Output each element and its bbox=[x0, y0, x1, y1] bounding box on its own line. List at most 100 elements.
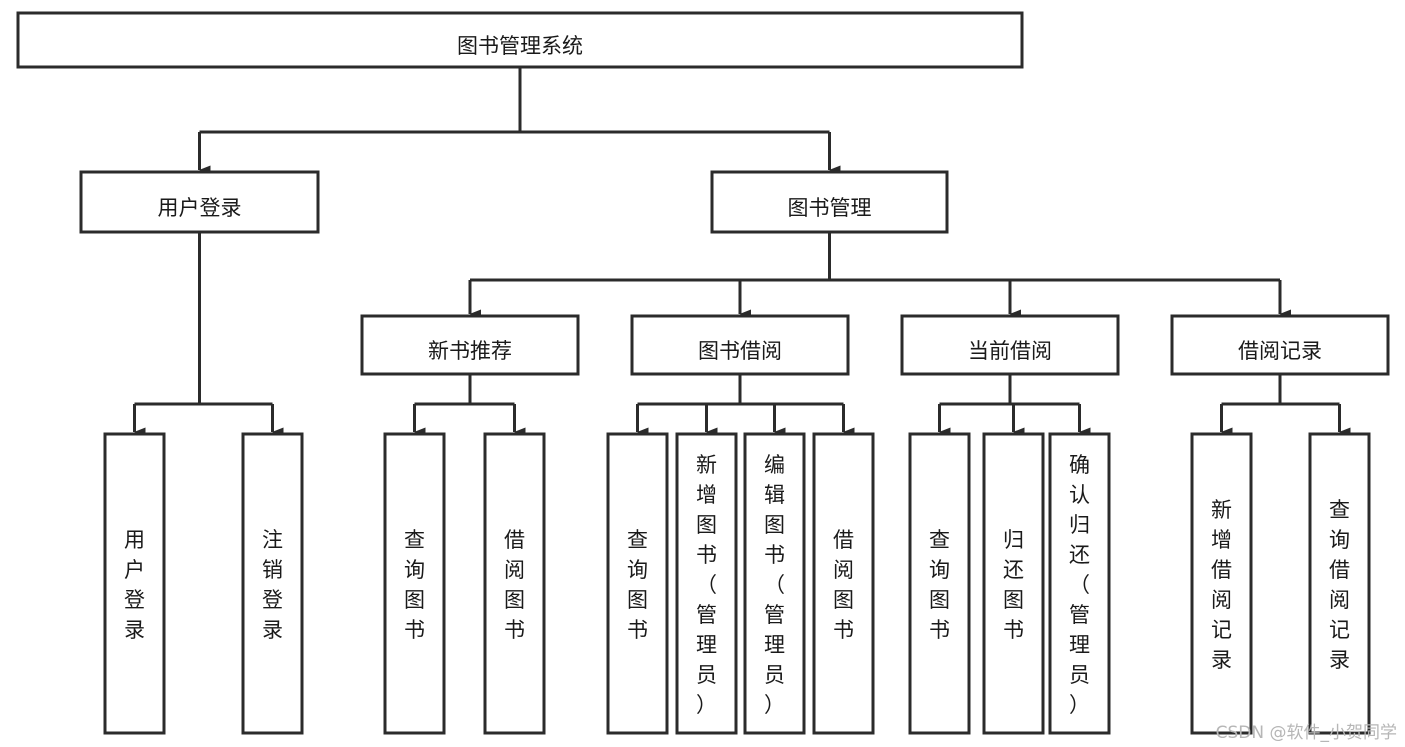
node-current-borrow-rect[interactable] bbox=[900, 314, 1120, 376]
leaf-leaf-borrow-book-1-label-char: 阅 bbox=[504, 558, 525, 582]
leaf-leaf-add-record-label-char: 增 bbox=[1211, 528, 1232, 552]
leaf-leaf-query-record-label-char: 录 bbox=[1329, 648, 1350, 672]
leaf-leaf-query-book-3-rect[interactable] bbox=[908, 432, 971, 735]
node-book-manage-label: 图书管理 bbox=[788, 196, 872, 220]
leaf-leaf-query-record-label-char: 阅 bbox=[1329, 588, 1350, 612]
node-borrow-record-label: 借阅记录 bbox=[1238, 339, 1322, 363]
leaf-leaf-confirm-return-label-char: 确 bbox=[1069, 453, 1090, 477]
leaf-leaf-add-book-label-char: ） bbox=[696, 693, 717, 717]
leaf-leaf-user-logout-rect[interactable] bbox=[241, 432, 304, 735]
leaf-leaf-borrow-book-2-label-char: 借 bbox=[833, 528, 854, 552]
node-current-borrow-label: 当前借阅 bbox=[968, 339, 1052, 363]
leaf-leaf-query-record-label-char: 记 bbox=[1329, 618, 1350, 642]
leaf-leaf-user-logout-label-char: 注 bbox=[262, 528, 283, 552]
leaf-leaf-return-book-label-char: 图 bbox=[1003, 588, 1024, 612]
node-new-book-recommend-label: 新书推荐 bbox=[428, 339, 512, 363]
leaf-leaf-add-book-rect[interactable] bbox=[675, 432, 738, 735]
leaf-leaf-edit-book-label-char: 书 bbox=[764, 543, 785, 567]
leaf-leaf-confirm-return-label-char: 认 bbox=[1069, 483, 1090, 507]
leaf-leaf-query-book-3-label-char: 图 bbox=[929, 588, 950, 612]
node-borrow-record-rect[interactable] bbox=[1170, 314, 1390, 376]
leaf-leaf-query-book-1-label-char: 查 bbox=[404, 528, 425, 552]
leaf-leaf-add-record-rect[interactable] bbox=[1190, 432, 1253, 735]
leaf-leaf-edit-book-label-char: 编 bbox=[764, 453, 785, 477]
leaf-leaf-add-record-label-char: 借 bbox=[1211, 558, 1232, 582]
node-user-login-rect[interactable] bbox=[79, 170, 320, 234]
leaf-leaf-return-book-label-char: 还 bbox=[1003, 558, 1024, 582]
node-book-borrow[interactable]: 图书借阅 bbox=[630, 314, 850, 376]
leaf-leaf-return-book-label-char: 归 bbox=[1003, 528, 1024, 552]
node-new-book-recommend-rect[interactable] bbox=[360, 314, 580, 376]
leaf-leaf-add-book-label-char: 增 bbox=[696, 483, 717, 507]
leaf-leaf-borrow-book-1-label-char: 借 bbox=[504, 528, 525, 552]
leaf-leaf-add-record-label-char: 新 bbox=[1211, 498, 1232, 522]
leaf-leaf-query-book-1-rect[interactable] bbox=[383, 432, 446, 735]
leaf-leaf-borrow-book-2-label-char: 图 bbox=[833, 588, 854, 612]
leaf-leaf-confirm-return-label-char: 员 bbox=[1069, 663, 1090, 687]
node-book-borrow-rect[interactable] bbox=[630, 314, 850, 376]
leaf-leaf-user-login-label-char: 用 bbox=[124, 528, 145, 552]
leaf-leaf-user-login-rect[interactable] bbox=[103, 432, 166, 735]
leaf-leaf-borrow-book-2-rect[interactable] bbox=[812, 432, 875, 735]
leaf-leaf-add-book-label-char: 图 bbox=[696, 513, 717, 537]
leaf-leaf-user-login[interactable]: 用户登录 bbox=[103, 432, 166, 735]
leaf-leaf-add-book-label-char: 新 bbox=[696, 453, 717, 477]
node-user-login[interactable]: 用户登录 bbox=[79, 170, 320, 234]
leaf-leaf-user-logout-label-char: 录 bbox=[262, 618, 283, 642]
node-borrow-record[interactable]: 借阅记录 bbox=[1170, 314, 1390, 376]
leaf-leaf-edit-book-rect[interactable] bbox=[743, 432, 806, 735]
node-root-label: 图书管理系统 bbox=[457, 34, 583, 58]
leaf-leaf-confirm-return-label-char: （ bbox=[1069, 573, 1090, 597]
leaf-leaf-borrow-book-1-rect[interactable] bbox=[483, 432, 546, 735]
node-book-borrow-label: 图书借阅 bbox=[698, 339, 782, 363]
leaf-leaf-user-login-label-char: 录 bbox=[124, 618, 145, 642]
leaf-leaf-query-book-2-rect[interactable] bbox=[606, 432, 669, 735]
boxes-layer: 图书管理系统用户登录图书管理新书推荐图书借阅当前借阅借阅记录用户登录注销登录查询… bbox=[16, 11, 1390, 735]
leaf-leaf-query-record-label-char: 查 bbox=[1329, 498, 1350, 522]
leaf-leaf-add-book-label-char: 员 bbox=[696, 663, 717, 687]
node-user-login-label: 用户登录 bbox=[158, 196, 242, 220]
leaf-leaf-user-logout-label-char: 登 bbox=[262, 588, 283, 612]
leaf-leaf-confirm-return-label-char: 管 bbox=[1069, 603, 1090, 627]
leaf-leaf-edit-book-label-char: 理 bbox=[764, 633, 785, 657]
leaf-leaf-borrow-book-2-label-char: 阅 bbox=[833, 558, 854, 582]
leaf-leaf-user-login-label-char: 登 bbox=[124, 588, 145, 612]
leaf-leaf-confirm-return-rect[interactable] bbox=[1048, 432, 1111, 735]
node-book-manage-rect[interactable] bbox=[710, 170, 949, 234]
leaf-leaf-borrow-book-1-label-char: 图 bbox=[504, 588, 525, 612]
node-root[interactable]: 图书管理系统 bbox=[16, 11, 1024, 69]
leaf-leaf-query-book-1-label-char: 图 bbox=[404, 588, 425, 612]
leaf-leaf-confirm-return-label-char: 理 bbox=[1069, 633, 1090, 657]
leaf-leaf-query-book-2-label-char: 询 bbox=[627, 558, 648, 582]
leaf-leaf-query-book-2-label-char: 图 bbox=[627, 588, 648, 612]
leaf-leaf-query-book-3-label-char: 书 bbox=[929, 618, 950, 642]
leaf-leaf-query-book-3-label-char: 查 bbox=[929, 528, 950, 552]
node-book-manage[interactable]: 图书管理 bbox=[710, 170, 949, 234]
leaf-leaf-query-book-2-label-char: 查 bbox=[627, 528, 648, 552]
leaf-leaf-return-book-rect[interactable] bbox=[982, 432, 1045, 735]
leaf-leaf-add-record-label-char: 记 bbox=[1211, 618, 1232, 642]
leaf-leaf-confirm-return-label-char: 归 bbox=[1069, 513, 1090, 537]
node-current-borrow[interactable]: 当前借阅 bbox=[900, 314, 1120, 376]
leaf-leaf-confirm-return-label-char: 还 bbox=[1069, 543, 1090, 567]
node-new-book-recommend[interactable]: 新书推荐 bbox=[360, 314, 580, 376]
leaf-leaf-confirm-return-label-char: ） bbox=[1069, 693, 1090, 717]
leaf-leaf-query-record-rect[interactable] bbox=[1308, 432, 1371, 735]
leaf-leaf-add-book-label-char: 管 bbox=[696, 603, 717, 627]
leaf-leaf-return-book-label-char: 书 bbox=[1003, 618, 1024, 642]
node-root-rect[interactable] bbox=[16, 11, 1024, 69]
